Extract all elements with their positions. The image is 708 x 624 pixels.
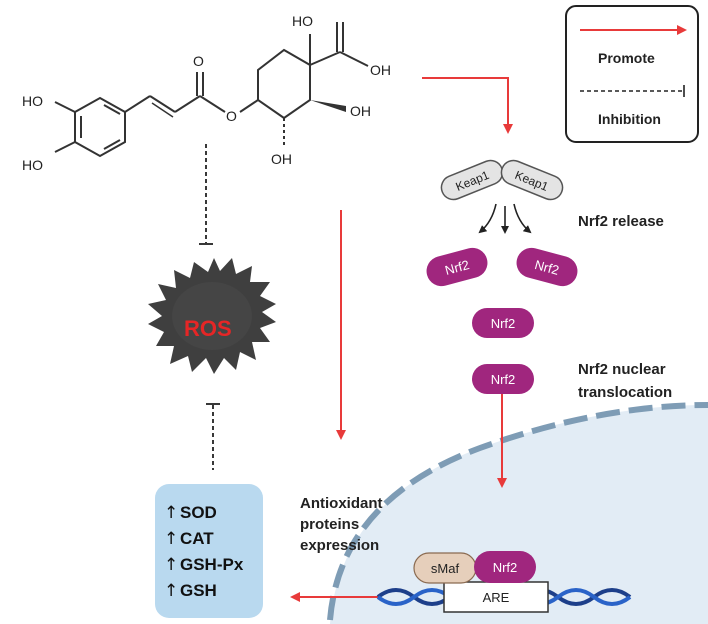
enzyme-up-arrow: ↑ [164,503,178,523]
label-nrf2-release: Nrf2 release [578,213,664,230]
keap1-dimer [440,159,564,201]
enzyme-up-arrow: ↑ [164,581,178,601]
enzymes-list: ↑SOD↑CAT↑GSH-Px↑GSH [164,503,244,601]
label-translocation-2: translocation [578,384,672,401]
label-antioxidant-2: proteins [300,516,359,533]
ros-label: ROS [184,316,232,341]
nrf2-label-2: Nrf2 [533,257,561,278]
label-antioxidant-1: Antioxidant [300,495,383,512]
label-antioxidant-3: expression [300,537,379,554]
label-translocation-1: Nrf2 nuclear [578,361,666,378]
enzymes-box [155,484,263,618]
enzyme-name: CAT [180,529,214,548]
legend-promote-label: Promote [598,50,655,66]
chlorogenic-acid-structure [54,22,369,158]
legend-inhibition-label: Inhibition [598,111,661,127]
ros-cell-icon [148,258,276,374]
nrf2-protein-3: Nrf2 [472,308,534,338]
release-arrows [478,203,532,234]
atom-o-ester: O [226,108,237,124]
nrf2-protein-4: Nrf2 [472,364,534,394]
nrf2-label-3: Nrf2 [491,316,516,331]
smaf-label: sMaf [431,561,460,576]
nrf2-protein-5: Nrf2 [474,551,536,583]
nrf2-protein-2: Nrf2 [516,247,578,287]
enzyme-name: SOD [180,503,217,522]
atom-ho-phenol-1: HO [22,93,43,109]
enzyme-up-arrow: ↑ [164,529,178,549]
atom-oh-bottom: OH [271,151,292,167]
nrf2-label-5: Nrf2 [493,560,518,575]
atom-o-carbonyl: O [193,53,204,69]
nrf2-label-4: Nrf2 [491,372,516,387]
atom-oh-acid: OH [370,62,391,78]
nrf2-label-1: Nrf2 [443,257,471,278]
nrf2-protein-1: Nrf2 [426,247,488,287]
enzyme-name: GSH-Px [180,555,244,574]
atom-ho-top: HO [292,13,313,29]
atom-ho-phenol-2: HO [22,157,43,173]
enzyme-name: GSH [180,581,217,600]
are-label: ARE [483,590,510,605]
legend: Promote Inhibition [565,5,699,143]
promote-arrow-to-keap1 [422,77,513,134]
enzyme-up-arrow: ↑ [164,555,178,575]
atom-oh-right: OH [350,103,371,119]
